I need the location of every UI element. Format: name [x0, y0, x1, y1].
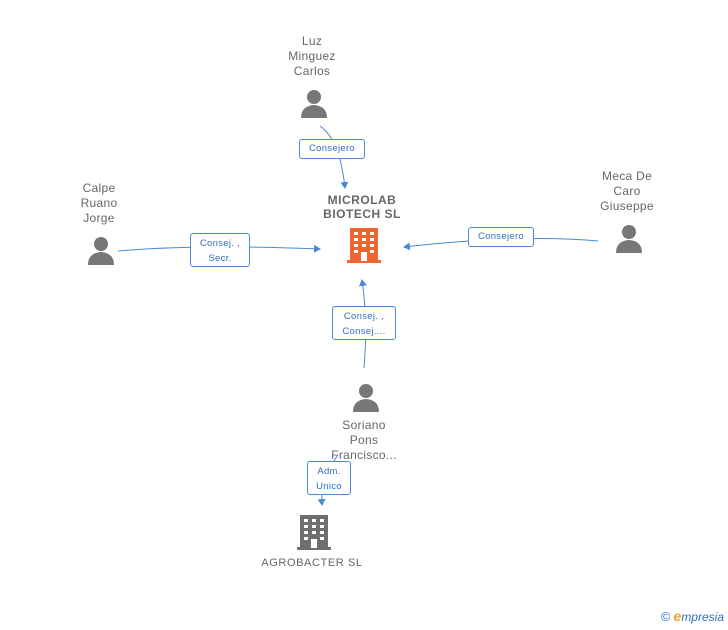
company-label-microlab[interactable]: MICROLAB BIOTECH SL	[323, 193, 401, 221]
empresia-brand: ©empresia	[661, 608, 724, 624]
building-icon-agrobacter[interactable]	[297, 514, 331, 550]
person-icon-soriano[interactable]	[351, 382, 381, 412]
person-label-calpe[interactable]: Calpe Ruano Jorge	[80, 181, 118, 225]
brand-logo-text: mpresia	[681, 610, 724, 624]
copyright-icon: ©	[660, 609, 671, 624]
edge-label-soriano-agrobacter[interactable]: Adm. Unico	[307, 461, 351, 495]
person-icon-calpe[interactable]	[86, 235, 116, 265]
person-icon-meca[interactable]	[614, 223, 644, 253]
edge-label-calpe-microlab[interactable]: Consej. , Secr.	[190, 233, 250, 267]
person-label-meca[interactable]: Meca De Caro Giuseppe	[600, 169, 654, 213]
edge-label-meca-microlab[interactable]: Consejero	[468, 227, 534, 247]
edge-label-luz-microlab[interactable]: Consejero	[299, 139, 365, 159]
company-label-agrobacter[interactable]: AGROBACTER SL	[261, 557, 363, 569]
person-icon-luz[interactable]	[299, 88, 329, 118]
building-icon-microlab[interactable]	[347, 227, 381, 263]
edge-label-soriano-microlab[interactable]: Consej. , Consej....	[332, 306, 396, 340]
person-label-soriano[interactable]: Soriano Pons Francisco...	[331, 418, 397, 462]
person-label-luz[interactable]: Luz Minguez Carlos	[288, 34, 336, 78]
brand-logo-letter: e	[673, 608, 682, 624]
